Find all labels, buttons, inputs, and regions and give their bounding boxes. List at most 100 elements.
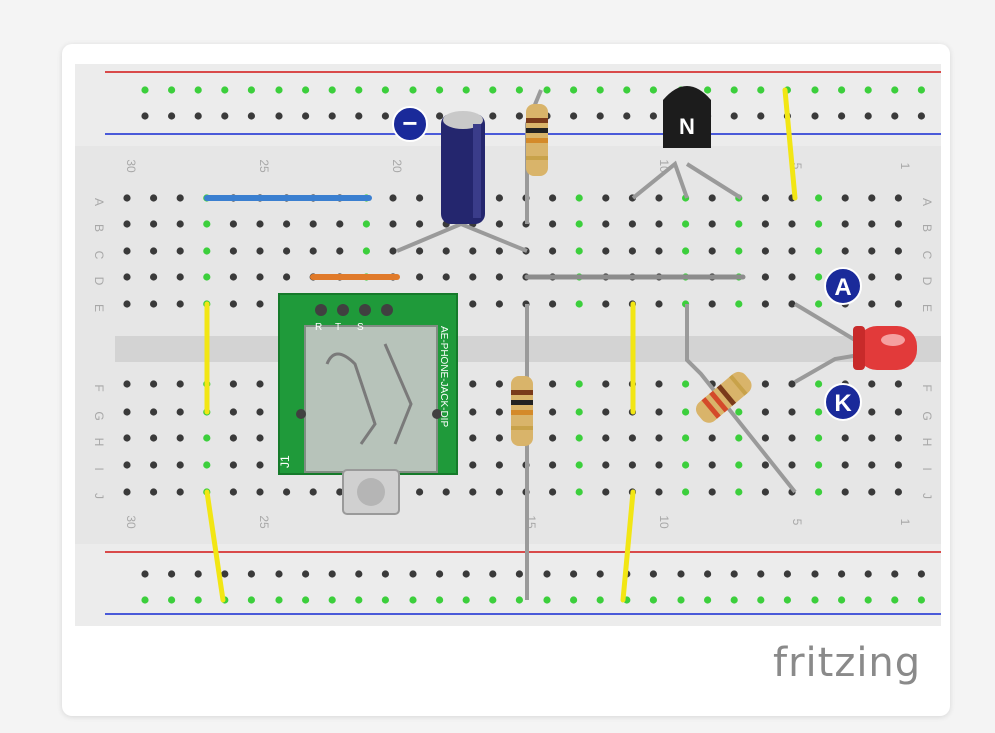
breadboard-hole <box>708 488 716 496</box>
breadboard-hole <box>495 380 503 388</box>
rail-hole <box>436 86 444 94</box>
rail-hole <box>302 86 310 94</box>
rail-hole <box>221 570 229 578</box>
breadboard-hole <box>841 194 849 202</box>
breadboard-hole <box>495 408 503 416</box>
breadboard-hole <box>841 461 849 469</box>
breadboard-hole <box>123 220 131 228</box>
rail-hole <box>515 86 523 94</box>
jack-ref-label: J1 <box>278 455 292 468</box>
breadboard-hole <box>549 380 557 388</box>
breadboard-hole <box>815 300 823 308</box>
breadboard-hole <box>708 434 716 442</box>
rail-hole <box>783 596 792 604</box>
breadboard-hole <box>229 220 237 228</box>
breadboard-hole <box>894 247 903 255</box>
breadboard-hole <box>815 488 823 496</box>
breadboard-hole <box>894 488 903 496</box>
breadboard-hole <box>841 434 849 442</box>
row-label-right: B <box>920 224 934 232</box>
row-label-right: E <box>920 304 934 312</box>
rail-hole <box>409 570 417 578</box>
breadboard-hole <box>336 488 344 496</box>
rail-hole <box>570 570 578 578</box>
breadboard-hole <box>655 488 663 496</box>
rail-hole <box>247 596 255 604</box>
rail-hole <box>811 570 819 578</box>
breadboard-hole <box>469 434 477 442</box>
jack-pin-t-label: T <box>335 322 341 333</box>
breadboard-hole <box>309 488 317 496</box>
rail-hole <box>489 596 497 604</box>
jack-silkscreen-label: AE-PHONE-JACK-DIP <box>438 326 449 427</box>
column-label-bottom: 10 <box>657 515 671 529</box>
breadboard-hole <box>708 247 716 255</box>
breadboard-hole <box>868 273 876 281</box>
breadboard-hole <box>336 247 344 255</box>
breadboard-hole <box>309 247 317 255</box>
breadboard-hole <box>735 247 743 255</box>
breadboard-hole <box>123 194 131 202</box>
breadboard-hole <box>203 247 211 255</box>
red-led <box>853 326 917 370</box>
rail-hole <box>275 86 283 94</box>
rail-hole <box>864 570 872 578</box>
breadboard-hole <box>735 408 743 416</box>
breadboard-hole <box>123 247 131 255</box>
rail-hole <box>704 86 712 94</box>
breadboard-hole <box>894 461 903 469</box>
breadboard-hole <box>602 408 610 416</box>
rail-hole <box>355 86 363 94</box>
rail-hole <box>247 112 255 120</box>
rail-hole <box>515 596 523 604</box>
rail-hole <box>355 112 363 120</box>
breadboard-hole <box>176 488 184 496</box>
breadboard-hole <box>655 247 663 255</box>
rail-hole <box>783 570 792 578</box>
breadboard-hole <box>602 300 610 308</box>
breadboard-hole <box>389 194 397 202</box>
rail-hole <box>730 570 738 578</box>
breadboard-hole <box>868 488 876 496</box>
breadboard-hole <box>176 220 184 228</box>
breadboard-hole <box>575 488 583 496</box>
breadboard-hole <box>229 488 237 496</box>
breadboard-hole <box>469 380 477 388</box>
breadboard-hole <box>788 434 796 442</box>
breadboard-hole <box>256 380 264 388</box>
rail-hole <box>704 596 712 604</box>
breadboard-hole <box>150 220 158 228</box>
rail-hole <box>462 86 470 94</box>
rail-hole <box>917 112 926 120</box>
breadboard-hole <box>203 273 211 281</box>
rail-hole <box>623 86 631 94</box>
breadboard-hole <box>788 247 796 255</box>
breadboard-hole <box>123 408 131 416</box>
breadboard-hole <box>868 220 876 228</box>
breadboard-hole <box>150 194 158 202</box>
yellow-wire-bottom-middle <box>620 489 636 603</box>
rail-hole <box>596 596 604 604</box>
row-label-right: A <box>920 198 934 206</box>
rail-hole <box>917 570 926 578</box>
row-label-left: A <box>92 198 106 206</box>
rail-hole <box>811 86 819 94</box>
breadboard-hole <box>735 220 743 228</box>
breadboard-hole <box>655 380 663 388</box>
breadboard-hole <box>655 194 663 202</box>
breadboard-hole <box>602 380 610 388</box>
breadboard-hole <box>628 247 637 255</box>
rail-hole <box>436 596 444 604</box>
breadboard-hole <box>761 300 770 308</box>
rail-hole <box>247 570 255 578</box>
rail-hole <box>543 86 551 94</box>
rail-hole <box>649 570 658 578</box>
breadboard-hole <box>495 461 503 469</box>
npn-transistor: N <box>663 86 711 148</box>
rail-hole <box>838 596 846 604</box>
rail-hole <box>757 570 765 578</box>
resistor-top <box>526 104 548 176</box>
fritzing-watermark: fritzing <box>773 640 922 686</box>
rail-hole <box>489 112 497 120</box>
breadboard-hole <box>575 434 583 442</box>
